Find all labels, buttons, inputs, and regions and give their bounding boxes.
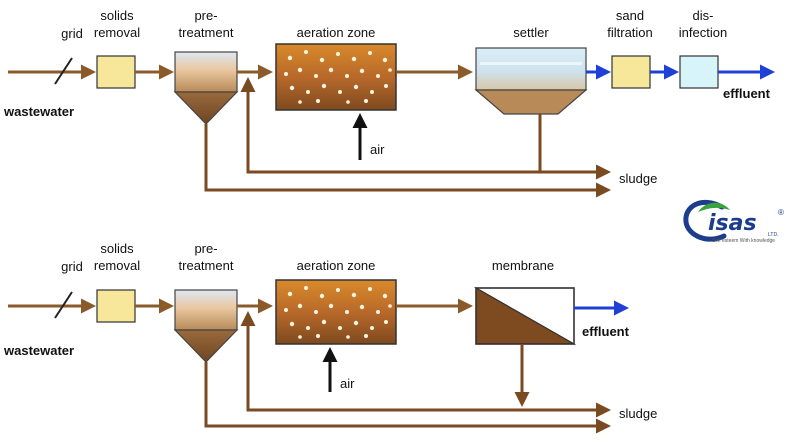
top-sand-filtration-box [611,55,651,89]
company-logo: isas ® LTD. Self esteem With knowledge [683,199,784,244]
top-sand-filtration-label-2: filtration [607,25,653,40]
top-process: grid solids removal pre- treatment aerat… [3,8,775,198]
top-return-sludge-line [240,77,542,174]
top-disinfection-box [679,55,719,89]
bottom-membrane-label: membrane [492,258,554,273]
bottom-aeration-tank [275,279,397,345]
top-wastewater-label: wastewater [3,104,74,119]
top-pretreatment-label-2: treatment [179,25,234,40]
bottom-solids-removal-box [96,289,136,323]
bottom-primary-sludge-line [204,362,611,434]
logo-leaf-icon [698,202,730,212]
top-pretreatment-label-1: pre- [194,8,217,23]
top-settler-tank [474,47,588,115]
top-grid-symbol [54,57,73,85]
top-air-label: air [370,142,385,157]
top-solids-removal-label-2: removal [94,25,140,40]
top-primary-sludge-line [204,124,611,198]
bottom-process: grid solids removal pre- treatment aerat… [3,241,657,434]
bottom-air-label: air [340,376,355,391]
logo-name: isas [708,211,757,236]
bottom-return-sludge-line [240,311,608,412]
bottom-pretreatment-label-2: treatment [179,258,234,273]
top-sand-filtration-label-1: sand [616,8,644,23]
top-pretreatment-tank [173,51,239,125]
logo-c-arc [683,199,727,242]
top-effluent-label: effluent [723,86,771,101]
logo-tagline: Self esteem With knowledge [712,238,775,244]
bottom-membrane-unit [473,286,577,346]
top-settler-label: settler [513,25,549,40]
top-solids-removal-label-1: solids [100,8,134,23]
top-sludge-label: sludge [619,171,657,186]
bottom-wastewater-label: wastewater [3,343,74,358]
bottom-pretreatment-label-1: pre- [194,241,217,256]
bottom-pretreatment-tank [173,289,239,363]
top-disinfection-label-1: dis- [693,8,714,23]
top-solids-removal-box [96,55,136,89]
bottom-solids-removal-label-1: solids [100,241,134,256]
bottom-sludge-label: sludge [619,406,657,421]
bottom-grid-label: grid [61,259,83,274]
logo-ltd: LTD. [768,232,778,238]
bottom-grid-symbol [54,291,73,319]
logo-registered-mark: ® [778,208,784,217]
bottom-aeration-zone-label: aeration zone [297,258,376,273]
top-aeration-tank [275,43,397,111]
top-disinfection-label-2: infection [679,25,727,40]
bottom-solids-removal-label-2: removal [94,258,140,273]
top-grid-label: grid [61,26,83,41]
top-aeration-zone-label: aeration zone [297,25,376,40]
bottom-effluent-label: effluent [582,324,630,339]
